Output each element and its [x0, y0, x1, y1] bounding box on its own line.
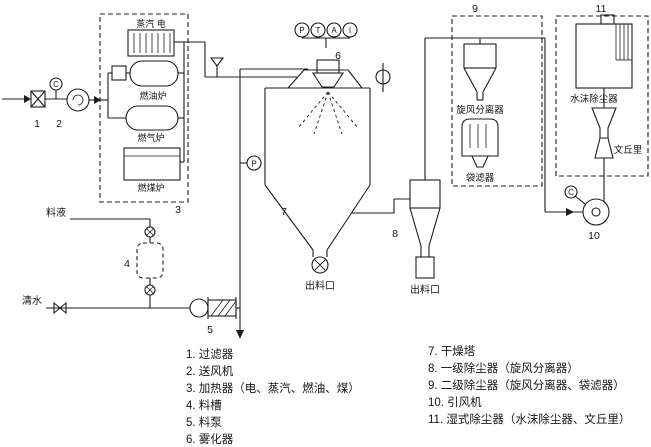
- secondary-collector-box: 9 旋风分离器 袋滤器: [451, 3, 543, 187]
- legend-item-10: 10. 引风机: [428, 395, 482, 409]
- hot-air-duct: [184, 41, 297, 78]
- component-number-8: 8: [392, 228, 398, 240]
- rotary-valve-icon: [311, 256, 329, 274]
- component-number-4: 4: [124, 258, 130, 270]
- instrument-circle-T-icon: [310, 22, 326, 38]
- gas-furnace-symbol: [125, 105, 179, 131]
- drying-tower: P T A I 6 出料口 7: [264, 22, 391, 292]
- venturi-symbol: [591, 107, 617, 139]
- instrument-letter-T: T: [316, 26, 321, 35]
- legend-item-2: 2. 送风机: [186, 364, 234, 378]
- cyclone8-collector: [415, 256, 435, 279]
- legend-item-9: 9. 二级除尘器（旋风分离器、袋滤器）: [428, 378, 625, 392]
- feed-tank-symbol: [136, 242, 164, 279]
- legend-item-8: 8. 一级除尘器（旋风分离器）: [428, 361, 579, 375]
- atomizer-symbol: [311, 72, 345, 88]
- induced-draft-fan: C 10: [564, 185, 610, 242]
- component-number-11: 11: [596, 3, 607, 15]
- label-gas-furnace: 燃气炉: [137, 132, 164, 143]
- legend-item-6: 6. 雾化器: [186, 432, 234, 446]
- instrument-letter-P: P: [299, 26, 304, 35]
- component-number-2: 2: [56, 118, 62, 130]
- label-venturi: 文丘里: [614, 144, 643, 156]
- legend-item-3: 3. 加热器（电、蒸汽、燃油、煤）: [186, 381, 360, 395]
- label-oil-furnace: 燃油炉: [139, 90, 166, 101]
- label-feed-liquid: 料液: [46, 206, 66, 219]
- instrument-letter-I: I: [349, 26, 351, 35]
- oil-furnace-burner: [111, 65, 127, 81]
- legend: 1. 过滤器 2. 送风机 3. 加热器（电、蒸汽、燃油、煤） 4. 料槽 5.…: [186, 345, 630, 446]
- cyclone9-body: [463, 43, 497, 69]
- heat-exchanger-symbol: [127, 29, 175, 57]
- label-cyclone-separator: 旋风分离器: [456, 104, 504, 116]
- legend-item-7: 7. 干燥塔: [428, 345, 476, 358]
- label-steam-electric: 蒸汽 电: [136, 18, 166, 29]
- instrument-circle-A-icon: [326, 22, 342, 38]
- drain-arrow-icon: [236, 330, 244, 339]
- instrument-circle-P-icon: [294, 22, 310, 38]
- primary-cyclone: 8 出料口: [352, 38, 441, 296]
- legend-item-4: 4. 料槽: [186, 398, 222, 412]
- gate-valve-icon: [53, 301, 61, 315]
- component-number-10: 10: [588, 230, 600, 242]
- wet-collector-box: 11 水沫除尘器 文丘里: [555, 3, 649, 202]
- pressure-gauge-letter: P: [251, 160, 256, 169]
- instrument-letter-A: A: [331, 26, 337, 35]
- legend-item-11: 11. 湿式除尘器（水沫除尘器、文丘里）: [428, 412, 630, 426]
- instrument-circle-I-icon: [342, 22, 358, 38]
- pressure-gauge-icon: [246, 155, 262, 171]
- flow-arrow-icon: [24, 95, 31, 103]
- component-number-1: 1: [34, 118, 40, 130]
- blower-icon: [66, 88, 90, 112]
- component-number-7: 7: [281, 206, 287, 218]
- component-number-3: 3: [175, 204, 181, 216]
- oil-furnace-symbol: [129, 60, 179, 87]
- label-water-mist-remover: 水沫除尘器: [570, 93, 618, 105]
- flow-arrow-icon: [94, 96, 101, 104]
- vent-icon: [209, 57, 225, 67]
- component-number-6: 6: [335, 50, 341, 62]
- motor-letter: C: [53, 80, 59, 89]
- air-inlet-section: C 1 2: [2, 77, 101, 130]
- coal-furnace-symbol: [123, 147, 181, 181]
- label-clean-water: 清水: [22, 294, 42, 307]
- fan10-icon: [582, 198, 610, 226]
- heater-dashed-boundary: [99, 13, 189, 203]
- label-cyclone-discharge: 出料口: [410, 283, 440, 296]
- component-number-5: 5: [207, 324, 213, 336]
- cyclone8-body: [409, 179, 441, 209]
- flow-arrow-icon: [566, 208, 574, 216]
- bag-filter-body: [461, 118, 499, 157]
- motor-gauge-icon: [564, 185, 578, 199]
- fan-motor-letter: C: [568, 188, 574, 197]
- bag-filter-outlet: [471, 155, 489, 168]
- feed-system: 料液 4 清水 5 P: [22, 68, 308, 339]
- pump-symbol: [189, 298, 209, 318]
- legend-item-1: 1. 过滤器: [186, 348, 234, 361]
- label-coal-furnace: 燃煤炉: [137, 182, 164, 193]
- label-bag-filter: 袋滤器: [466, 172, 495, 184]
- box11-dashed-boundary: [555, 15, 649, 177]
- exhaust-header: [425, 37, 583, 216]
- box9-dashed-boundary: [451, 15, 543, 187]
- label-tower-discharge: 出料口: [305, 279, 335, 292]
- component-number-9: 9: [472, 3, 478, 15]
- heater-box: 3 蒸汽 电 燃油炉 燃气炉 燃煤炉: [99, 13, 189, 216]
- legend-item-5: 5. 料泵: [186, 415, 222, 429]
